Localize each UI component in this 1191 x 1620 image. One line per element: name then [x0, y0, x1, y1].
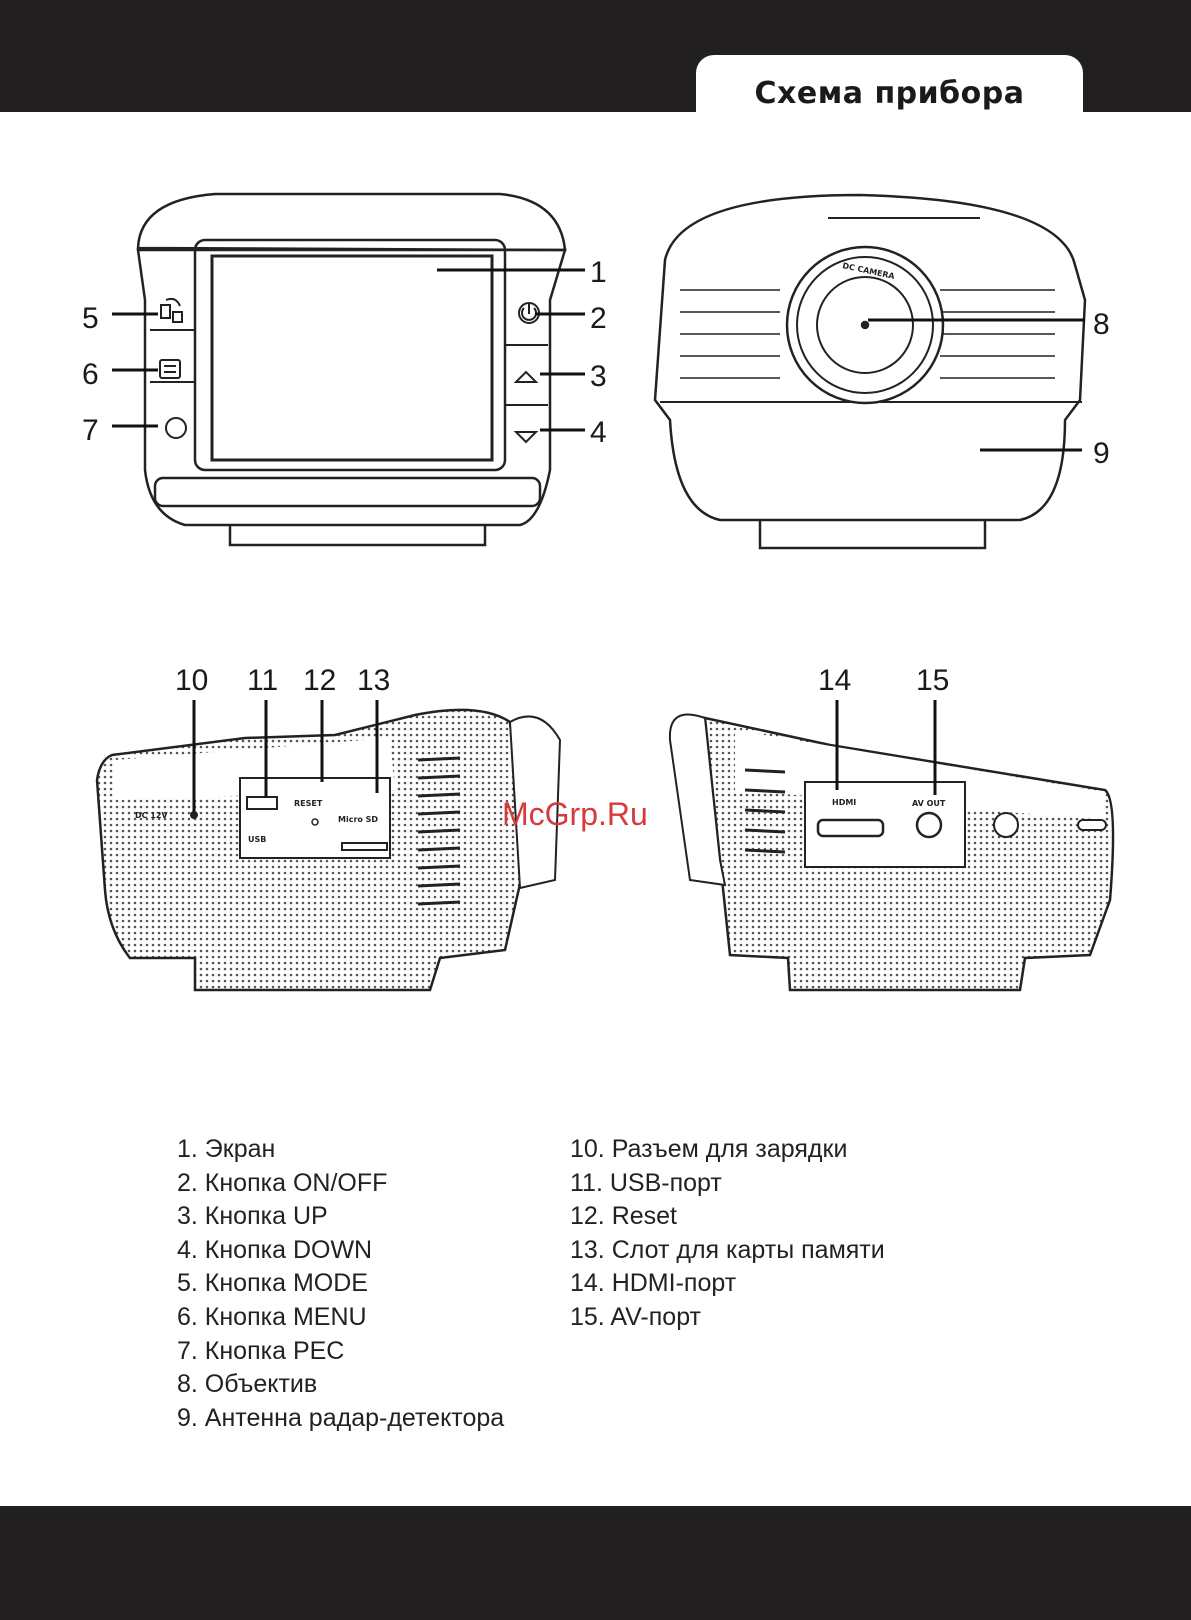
- leader-lines: [112, 268, 1085, 812]
- callout-12: 12: [303, 664, 336, 697]
- callout-6: 6: [82, 358, 99, 391]
- record-icon: [165, 417, 187, 439]
- left-vents: [417, 756, 461, 906]
- mode-icon: [160, 297, 183, 323]
- legend-item: 12. Reset: [570, 1202, 678, 1231]
- legend-item: 11. USB-порт: [570, 1168, 722, 1197]
- front-view: [136, 192, 567, 547]
- legend-item: 14. HDMI-порт: [570, 1269, 737, 1298]
- legend-item: 2. Кнопка ON/OFF: [177, 1168, 388, 1197]
- hdmi-label: HDMI: [832, 798, 856, 807]
- front-base: [228, 525, 487, 547]
- callout-8: 8: [1093, 308, 1110, 341]
- microsd-slot: [341, 842, 388, 851]
- callout-7: 7: [82, 414, 99, 447]
- reset-label: RESET: [294, 799, 323, 808]
- callout-15: 15: [916, 664, 949, 697]
- legend-right: 10. Разъем для зарядки 11. USB-порт 12. …: [570, 1133, 885, 1335]
- side-slot: [1077, 819, 1107, 831]
- front-bottom-strip: [153, 476, 542, 508]
- legend-left: 1. Экран 2. Кнопка ON/OFF 3. Кнопка UP 4…: [177, 1133, 504, 1435]
- callout-14: 14: [818, 664, 851, 697]
- dc-label: DC 12V: [135, 811, 168, 820]
- menu-icon: [159, 359, 181, 379]
- usb-port: [246, 796, 278, 810]
- device-diagram: DC CAMERA DC 12V USB RESET Micro SD: [82, 192, 1115, 992]
- legend-item: 3. Кнопка UP: [177, 1202, 328, 1231]
- bottom-bar: [0, 1506, 1191, 1620]
- legend-item: 13. Слот для карты памяти: [570, 1235, 885, 1264]
- legend-item: 6. Кнопка MENU: [177, 1302, 367, 1331]
- legend-item: 4. Кнопка DOWN: [177, 1235, 373, 1264]
- front-visor: [136, 192, 567, 252]
- lens: [816, 276, 914, 374]
- left-side-visor: [508, 715, 562, 890]
- callout-9: 9: [1093, 437, 1110, 470]
- title-tab: [696, 55, 1083, 125]
- legend-item: 7. Кнопка РЕС: [177, 1336, 345, 1365]
- callout-10: 10: [175, 664, 208, 697]
- callout-13: 13: [357, 664, 390, 697]
- screen-bezel: [193, 238, 507, 472]
- legend-item: 15. AV-порт: [570, 1302, 702, 1331]
- legend-item: 5. Кнопка MODE: [177, 1269, 368, 1298]
- legend-item: 1. Экран: [177, 1135, 276, 1163]
- callout-3: 3: [590, 360, 607, 393]
- legend-item: 10. Разъем для зарядки: [570, 1135, 848, 1163]
- lens-center: [860, 320, 870, 330]
- dc-port: [190, 811, 198, 819]
- callout-4: 4: [590, 416, 607, 449]
- callout-5: 5: [82, 302, 99, 335]
- front-body: [136, 248, 567, 527]
- callout-1: 1: [590, 256, 607, 289]
- right-side-view: [668, 713, 1115, 992]
- right-vents: [744, 768, 786, 854]
- back-vents: [680, 289, 1055, 379]
- av-port: [915, 811, 943, 839]
- hdmi-port: [816, 818, 885, 838]
- right-side-visor: [668, 713, 727, 887]
- watermark: McGrp.Ru: [502, 796, 648, 832]
- av-label: AV OUT: [912, 799, 946, 808]
- left-side-view: [95, 708, 562, 992]
- legend-item: 9. Антенна радар-детектора: [177, 1403, 505, 1432]
- down-arrow-icon: [513, 431, 539, 444]
- reset-hole: [311, 818, 319, 826]
- back-body: [653, 193, 1087, 522]
- usb-label: USB: [248, 835, 266, 844]
- screen: [210, 254, 494, 462]
- back-base: [758, 520, 987, 550]
- screw-hole: [993, 812, 1019, 838]
- lens-ring: [796, 256, 934, 394]
- back-view: [653, 193, 1087, 550]
- callout-11: 11: [247, 664, 278, 697]
- page-title: Схема прибора: [754, 76, 1025, 111]
- callout-2: 2: [590, 302, 607, 335]
- legend-item: 8. Объектив: [177, 1370, 318, 1399]
- up-arrow-icon: [513, 370, 539, 383]
- microsd-label: Micro SD: [338, 815, 378, 824]
